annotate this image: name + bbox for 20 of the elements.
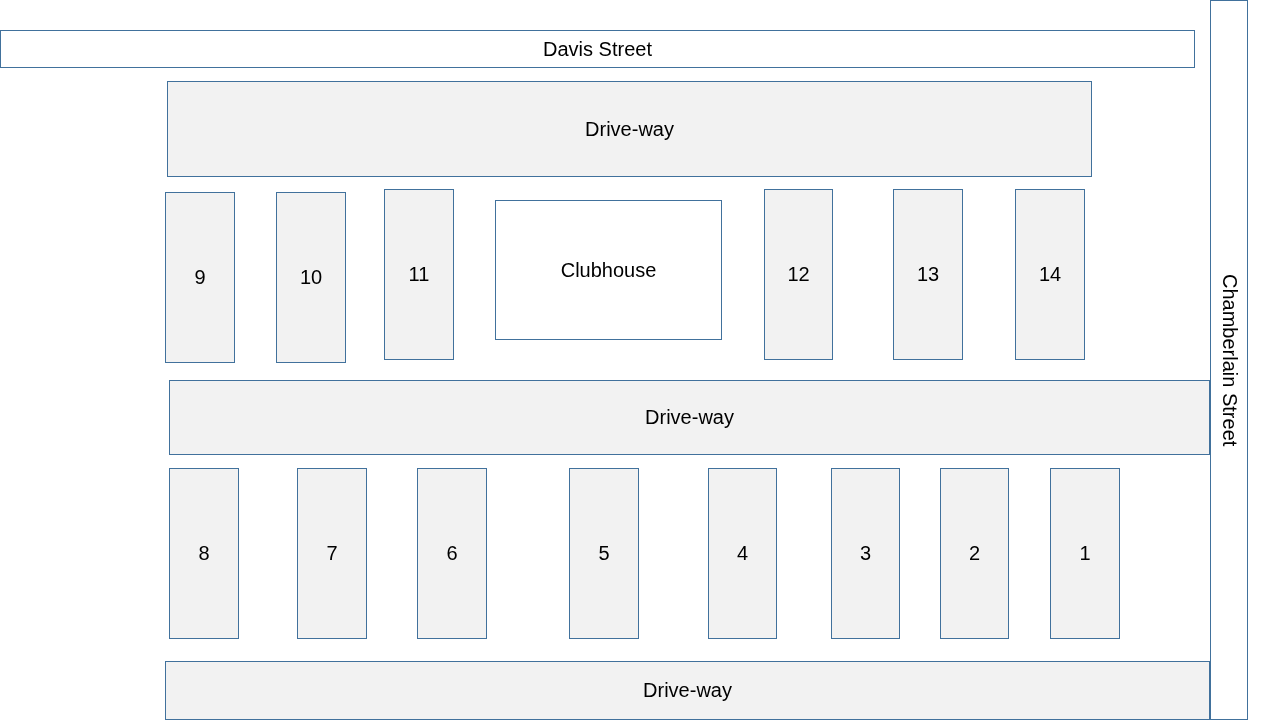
parking-space: 2	[940, 468, 1009, 639]
parking-space: 14	[1015, 189, 1085, 360]
parking-space: 7	[297, 468, 367, 639]
street: Davis Street	[0, 30, 1195, 68]
parking-space: 9	[165, 192, 235, 363]
parking-space: 5	[569, 468, 639, 639]
parking-space: 8	[169, 468, 239, 639]
parking-space: 13	[893, 189, 963, 360]
parking-space: 6	[417, 468, 487, 639]
parking-space: 4	[708, 468, 777, 639]
clubhouse-building: Clubhouse	[495, 200, 722, 340]
driveway: Drive-way	[167, 81, 1092, 177]
driveway: Drive-way	[165, 661, 1210, 720]
parking-space: 12	[764, 189, 833, 360]
driveway: Drive-way	[169, 380, 1210, 455]
street: Chamberlain Street	[1210, 0, 1248, 720]
parking-space: 1	[1050, 468, 1120, 639]
parking-space: 3	[831, 468, 900, 639]
parking-space: 11	[384, 189, 454, 360]
parking-space: 10	[276, 192, 346, 363]
